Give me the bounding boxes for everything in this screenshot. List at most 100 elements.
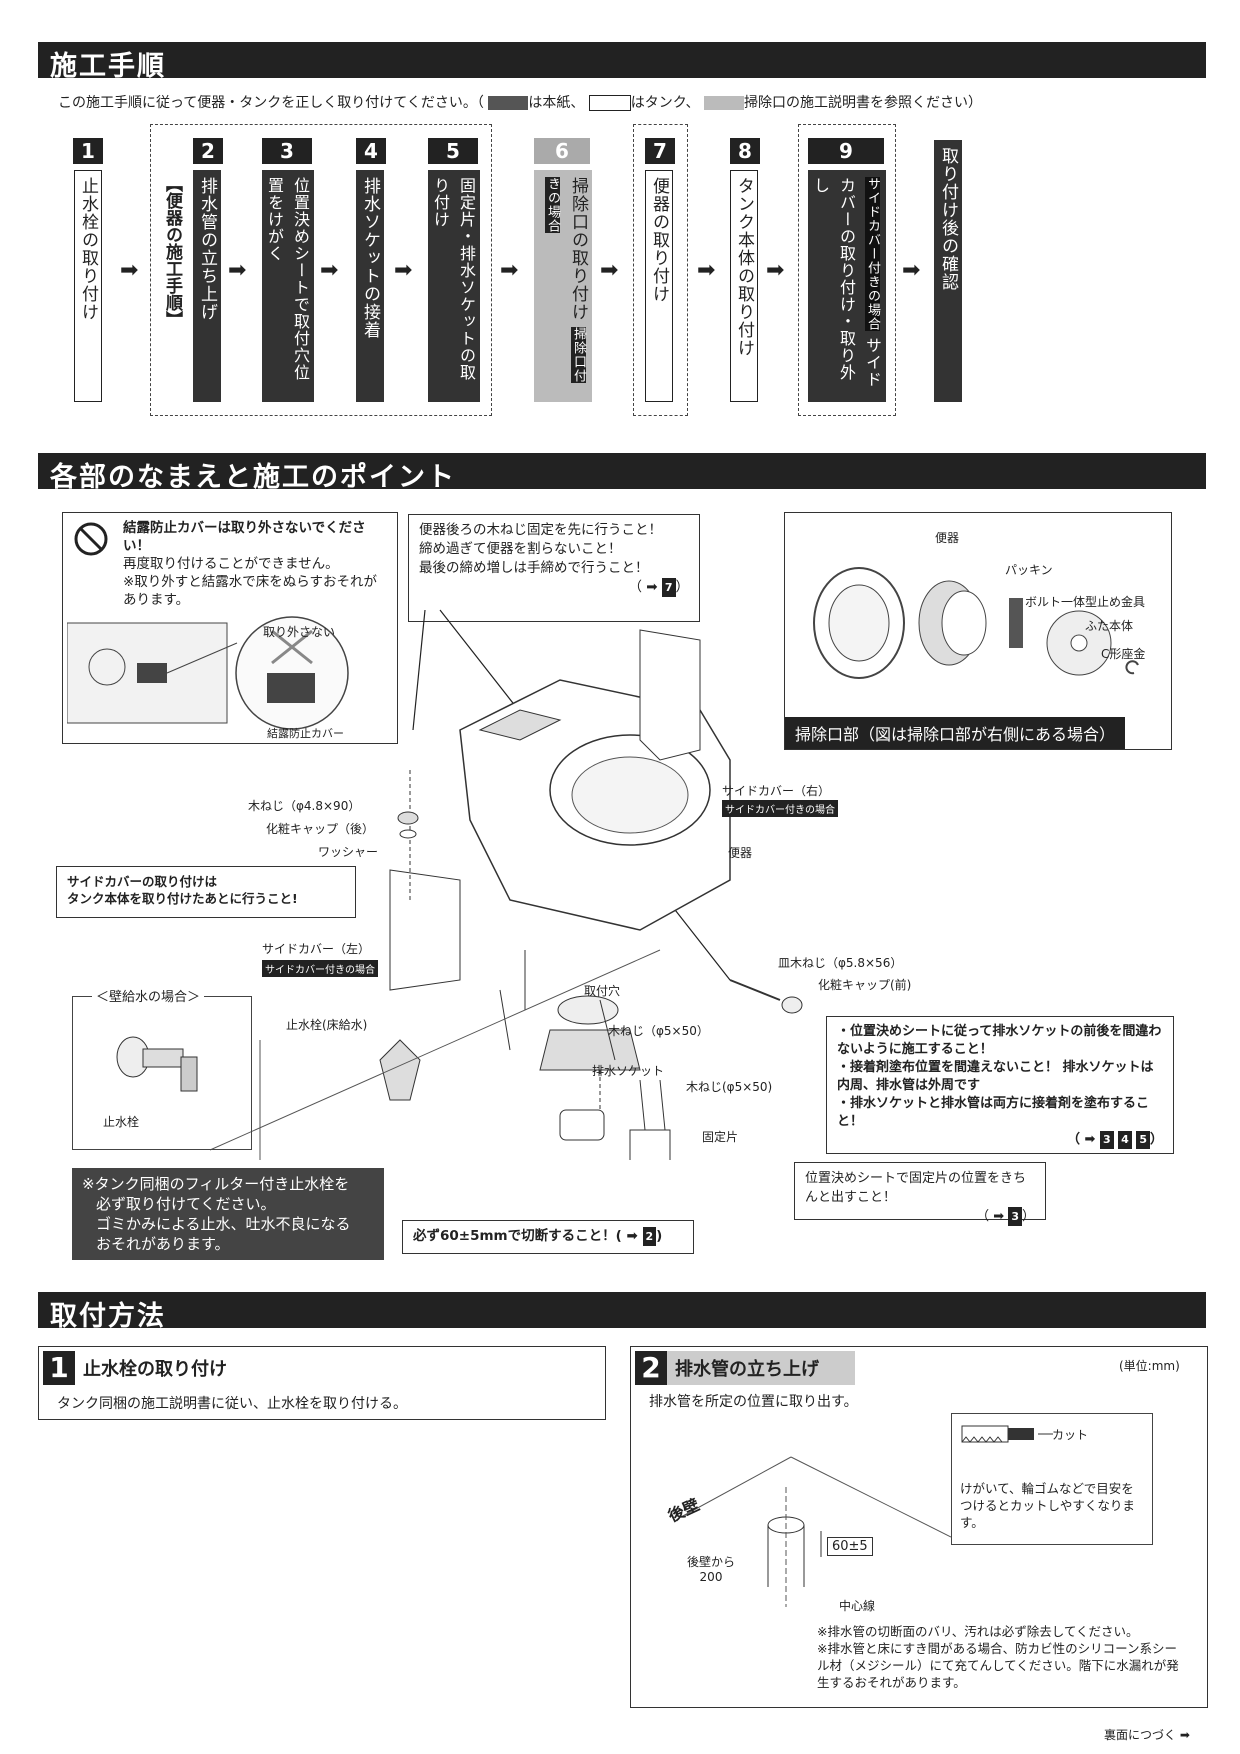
- saw-icon: [961, 1425, 1053, 1443]
- warning-line: 再度取り付けることができません。: [123, 556, 339, 572]
- step-number: 2: [193, 138, 223, 164]
- note-line: ・接着剤塗布位置を間違えないこと！ 排水ソケットは内周、排水管は外周です: [837, 1060, 1154, 1093]
- label-side-cover-left: サイドカバー（左）: [262, 942, 371, 956]
- ref-number: 5: [1136, 1131, 1150, 1149]
- note-line: 便器後ろの木ねじ固定を先に行うこと！: [419, 522, 662, 538]
- step-2-label: 排水管の立ち上げ: [193, 170, 221, 402]
- step-3: 3: [262, 138, 312, 164]
- ref-number: 4: [1118, 1131, 1132, 1149]
- step-7-label: 便器の取り付け: [645, 170, 673, 402]
- step-title: 止水栓の取り付け: [83, 1359, 227, 1380]
- note-line: ※排水管の切断面のバリ、汚れは必ず除去してください。: [817, 1624, 1139, 1639]
- step-number: 8: [730, 138, 760, 164]
- footer-continue: 裏面につづく ➡: [1104, 1726, 1190, 1743]
- legend-gray-text: 掃除口の施工説明書を参照ください）: [744, 95, 982, 111]
- install-step-2-header: 2 排水管の立ち上げ: [635, 1351, 855, 1385]
- distance-label-line: 200: [699, 1570, 723, 1584]
- warning-text: 結露防止カバーは取り外さないでください！ 再度取り付けることができません。 ※取…: [123, 519, 385, 609]
- side-cover-note: サイドカバーの取り付けは タンク本体を取り付けたあとに行うこと!: [56, 866, 356, 918]
- arrow-right-icon: ➡: [1179, 1728, 1190, 1742]
- note-ref: （ ➡ 7）: [628, 578, 689, 597]
- step-number: 1: [43, 1351, 75, 1385]
- cut-label: カット: [1052, 1428, 1089, 1442]
- fixing-ref: （ ➡ 3）: [976, 1207, 1035, 1226]
- warning-line: 結露防止カバーは取り外さないでください！: [123, 520, 366, 554]
- section-header-install: 取付方法: [38, 1292, 1206, 1332]
- step-9-label: サイドカバーの取り付け・取り外し: [811, 177, 882, 389]
- distance-label-line: 後壁から: [687, 1555, 736, 1569]
- step-number: 7: [645, 138, 675, 164]
- label-stop-valve: 止水栓: [103, 1115, 140, 1129]
- label-screw-rear: 木ねじ（φ4.8×90）: [248, 799, 361, 813]
- label-fixing-piece: 固定片: [702, 1130, 739, 1144]
- note-line: ・排水ソケットと排水管は両方に接着剤を塗布すること！: [837, 1096, 1150, 1129]
- group-label: 【便器の施工手順】: [162, 175, 182, 328]
- label-washer: ワッシャー: [318, 845, 379, 859]
- note-line: 締め過ぎて便器を割らないこと！: [419, 541, 622, 557]
- cleanout-illustration: [813, 567, 1139, 679]
- legend-gray-swatch: [704, 96, 744, 110]
- section-header-parts: 各部のなまえと施工のポイント: [38, 453, 1206, 493]
- group-bowl-steps: [150, 124, 492, 416]
- cleanout-panel: 便器 パッキン ボルト一体型止め金具 ふた本体 C形座金 掃除口部（図は掃除口部…: [784, 512, 1172, 750]
- section-title: 取付方法: [50, 1301, 166, 1332]
- section-title: 施工手順: [50, 51, 166, 82]
- arrow-right-icon: ➡: [394, 258, 413, 283]
- step-number: 3: [262, 138, 312, 164]
- warning-line: ※取り外すと結露水で床をぬらすおそれがあります。: [123, 574, 378, 608]
- drain-pipe-illustration: [680, 1456, 951, 1607]
- note-line: ※タンク同梱のフィルター付き止水栓を: [82, 1175, 350, 1193]
- step-6-label-box: 掃除口の取り付け 掃除口付きの場合: [534, 170, 592, 402]
- distance-label: 後壁から 200: [687, 1555, 735, 1585]
- step-1-label: 止水栓の取り付け: [74, 170, 102, 402]
- step-5-label: 固定片・排水ソケットの取り付け: [428, 170, 480, 402]
- note-line: 最後の締め増しは手締めで行うこと！: [419, 560, 649, 576]
- step-6-label: 掃除口の取り付け: [568, 177, 588, 321]
- ref-number: 3: [1099, 1131, 1114, 1149]
- step-4: 4: [356, 138, 386, 164]
- step-title: 排水管の立ち上げ: [675, 1359, 819, 1380]
- intro-text: この施工手順に従って便器・タンクを正しく取り付けてください。（: [58, 95, 484, 111]
- step-body: タンク同梱の施工説明書に従い、止水栓を取り付ける。: [57, 1396, 407, 1412]
- tag-side-cover-left: サイドカバー付きの場合: [262, 960, 378, 977]
- wall-stop-valve-illustration: [116, 1036, 198, 1092]
- step-number: 9: [808, 138, 884, 164]
- section-title: 各部のなまえと施工のポイント: [50, 462, 456, 493]
- note-line: 必ず取り付けてください。: [96, 1195, 276, 1213]
- warning-panel: 結露防止カバーは取り外さないでください！ 再度取り付けることができません。 ※取…: [62, 512, 398, 744]
- arrow-right-icon: ➡: [500, 258, 519, 283]
- note-line: サイドカバーの取り付けは: [67, 874, 218, 889]
- ref-number: 7: [661, 578, 676, 597]
- arrow-right-icon: ➡: [320, 258, 339, 283]
- label-packing: パッキン: [1005, 563, 1053, 577]
- step-2-notes: ※排水管の切断面のバリ、汚れは必ず除去してください。 ※排水管と床にすき間がある…: [817, 1623, 1187, 1691]
- unit-label: (単位:mm): [1119, 1359, 1180, 1373]
- group-tank-step: [633, 124, 688, 416]
- section-header-procedure: 施工手順: [38, 42, 1206, 82]
- step-number: 6: [534, 138, 590, 164]
- step-body: 排水管を所定の位置に取り出す。: [649, 1394, 858, 1410]
- centerline-label: 中心線: [839, 1599, 876, 1613]
- label-stop-valve-floor: 止水栓(床給水): [286, 1018, 368, 1032]
- label-cap-rear: 化粧キャップ（後）: [266, 822, 375, 836]
- ref-number: 3: [1008, 1207, 1022, 1226]
- filter-note: ※タンク同梱のフィルター付き止水栓を 必ず取り付けてください。 ゴミかみによる止…: [72, 1168, 384, 1260]
- install-step-2-panel: 2 排水管の立ち上げ (単位:mm) 排水管を所定の位置に取り出す。 カット け…: [630, 1346, 1208, 1708]
- cleanout-caption: 掃除口部（図は掃除口部が右側にある場合）: [785, 717, 1126, 749]
- label-screw-5x50-a: 木ねじ（φ5×50）: [608, 1024, 709, 1038]
- label-drain-socket: 排水ソケット: [592, 1064, 665, 1078]
- step-2: 2: [193, 138, 223, 164]
- label-cap: ふた本体: [1085, 619, 1134, 633]
- step-6: 6: [534, 138, 590, 164]
- step-5: 5: [428, 138, 478, 164]
- step-final-label: 取り付け後の確認: [934, 140, 962, 402]
- step-number: 5: [428, 138, 478, 164]
- arrow-right-icon: ➡: [120, 258, 139, 283]
- height-label: 60±5: [827, 1537, 873, 1556]
- label-side-cover-right: サイドカバー（右）: [722, 784, 831, 798]
- cut-tip-text: けがいて、輪ゴムなどで目安をつけるとカットしやすくなります。: [960, 1481, 1135, 1530]
- screw-note: 便器後ろの木ねじ固定を先に行うこと！ 締め過ぎて便器を割らないこと！ 最後の締め…: [408, 514, 700, 622]
- arrow-right-icon: ➡: [600, 258, 619, 283]
- cut-tip-box: カット けがいて、輪ゴムなどで目安をつけるとカットしやすくなります。: [951, 1413, 1153, 1545]
- socket-refs: （ ➡ 3 4 5）: [1067, 1131, 1163, 1149]
